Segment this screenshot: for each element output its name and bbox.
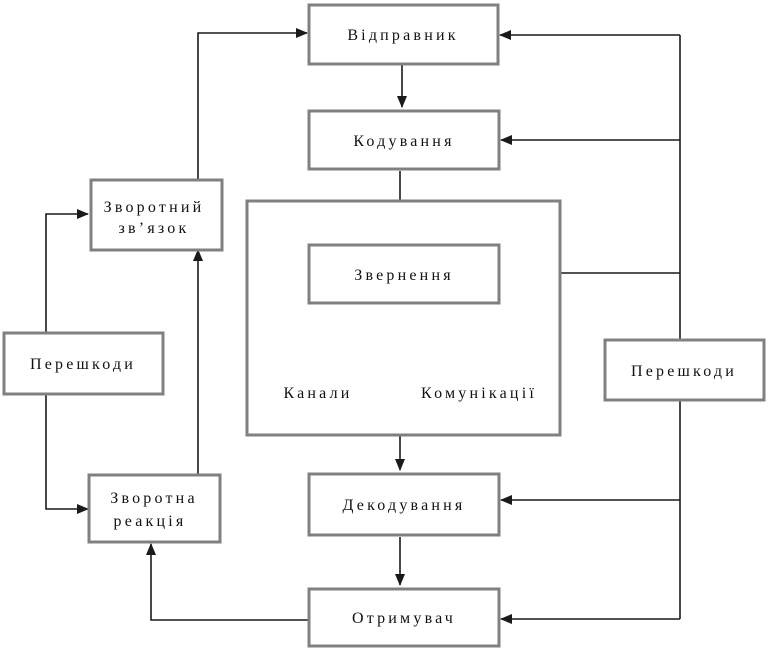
edge-left-noise-to-feedback [45, 209, 89, 333]
feedback-label-line1: Зворотний [104, 199, 205, 216]
node-encoding: Кодування [307, 109, 501, 171]
node-receiver: Отримувач [307, 587, 501, 648]
noise-right-label: Перешкоди [631, 363, 737, 380]
node-response: Зворотна реакція [87, 473, 222, 544]
feedback-label-line2: зв’язок [119, 220, 190, 237]
encoding-label: Кодування [353, 133, 454, 150]
sender-label: Відправник [347, 27, 458, 44]
node-feedback: Зворотний зв’язок [89, 178, 224, 252]
edge-feedback-to-sender [197, 28, 308, 180]
node-message: Звернення [307, 243, 501, 305]
noise-left-label: Перешкоди [30, 356, 136, 373]
node-decoding: Декодування [307, 472, 501, 537]
node-noise-right: Перешкоди [603, 338, 766, 402]
receiver-label: Отримувач [352, 610, 456, 627]
node-noise-left: Перешкоди [2, 331, 165, 396]
message-label: Звернення [354, 267, 454, 284]
channel-label-right: Комунікації [421, 385, 537, 402]
edge-left-noise-to-response [45, 395, 89, 514]
response-label-line1: Зворотна [110, 490, 198, 507]
node-sender: Відправник [307, 3, 500, 66]
node-channel: Канали Комунікації [245, 199, 562, 437]
channel-label-left: Канали [283, 385, 352, 402]
decoding-label: Декодування [343, 497, 466, 514]
edge-receiver-to-response [146, 543, 309, 621]
response-label-line2: реакція [114, 513, 187, 530]
